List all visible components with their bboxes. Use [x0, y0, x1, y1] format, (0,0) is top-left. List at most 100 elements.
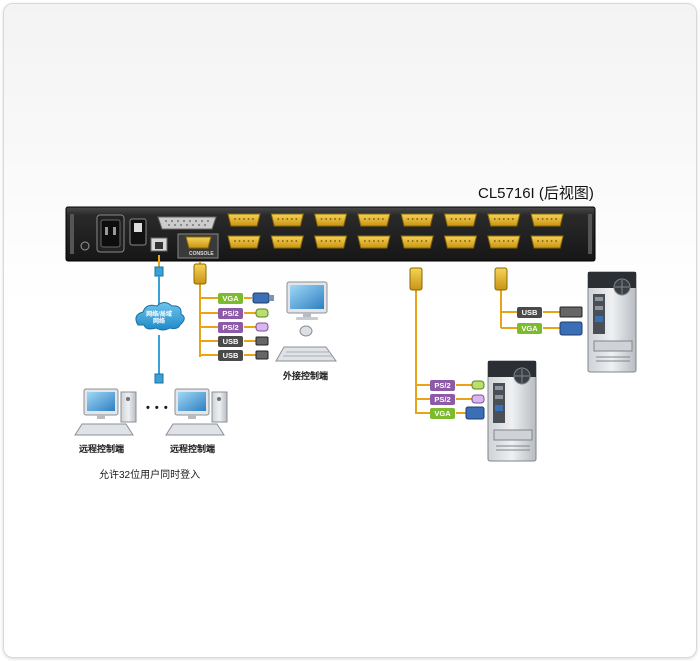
- kvm-port-pin: [290, 218, 293, 220]
- local-ps2-tag-1: PS/2: [218, 308, 243, 319]
- diagram-title: CL5716I (后视图): [478, 185, 594, 202]
- kvm-port-pin: [550, 218, 553, 220]
- kvm-port-pin: [507, 240, 510, 242]
- kvm-port-pin: [425, 218, 428, 220]
- kvm-port: [270, 235, 304, 249]
- kvm-port: [400, 213, 434, 227]
- kvm-port-pin: [364, 240, 366, 242]
- remote-pc-1: [74, 388, 137, 436]
- kvm-port-pin: [252, 218, 254, 220]
- kvm-port-pin: [464, 240, 466, 242]
- kvm-port-pin: [243, 218, 245, 220]
- kvm-port-pin: [450, 240, 453, 242]
- kvm-port-pin: [320, 218, 323, 220]
- kvm-port-pin: [382, 240, 384, 242]
- kvm-port-pin: [411, 240, 414, 242]
- server1-ps2-tag-2: PS/2: [430, 394, 455, 405]
- kvm-port: [357, 235, 391, 249]
- kvm-port-pin: [511, 218, 514, 220]
- kvm-port-pin: [286, 218, 289, 220]
- kvm-port: [487, 213, 521, 227]
- kvm-port-pin: [334, 218, 336, 220]
- kvm-port-pin: [290, 240, 293, 242]
- kvm-port-pin: [252, 240, 254, 242]
- kvm-port-pin: [368, 218, 371, 220]
- kvm-port-pin: [281, 240, 284, 242]
- kvm-port-pin: [247, 218, 250, 220]
- local-keyboard-mouse: [275, 325, 337, 362]
- kvm-port: [443, 213, 478, 227]
- kvm-port-pin: [498, 218, 501, 220]
- kvm-port-pin: [555, 218, 557, 220]
- kvm-port-pin: [537, 240, 539, 242]
- kvm-port: [443, 235, 478, 249]
- server-tower-1: [487, 360, 537, 462]
- kvm-port: [227, 213, 261, 227]
- concurrent-users-note: 允许32位用户同时登入: [99, 470, 201, 481]
- kvm-port-pin: [329, 218, 332, 220]
- kvm-port-pin: [377, 240, 380, 242]
- local-connectors: [252, 292, 274, 360]
- server2-usb-tag: USB: [517, 307, 542, 318]
- kvm-port: [357, 213, 391, 227]
- kvm-port-pin: [455, 240, 457, 242]
- kvm-port-pin: [320, 240, 323, 242]
- kvm-port-pin: [364, 218, 366, 220]
- local-monitor: [286, 281, 328, 320]
- kvm-port-pin: [541, 240, 544, 242]
- kvm-port-pin: [338, 240, 341, 242]
- kvm-port-pin: [407, 240, 410, 242]
- kvm-port: [530, 235, 564, 249]
- kvm-port-pin: [507, 218, 510, 220]
- kvm-port-pin: [425, 240, 428, 242]
- kvm-port-pin: [450, 218, 453, 220]
- kvm-port-pin: [243, 240, 245, 242]
- kvm-port-pin: [546, 240, 548, 242]
- kvm-port-pin: [459, 240, 462, 242]
- server2-vga-tag: VGA: [517, 323, 542, 334]
- kvm-port: [270, 213, 304, 227]
- kvm-port-pin: [464, 218, 466, 220]
- kvm-port-pin: [493, 218, 496, 220]
- server-tower-2: [587, 271, 637, 373]
- kvm-port-pin: [541, 218, 544, 220]
- kvm-port-pin: [334, 240, 336, 242]
- kvm-port-pin: [550, 240, 553, 242]
- kvm-port-pin: [277, 240, 280, 242]
- kvm-port-pin: [373, 218, 375, 220]
- local-ps2-tag-2: PS/2: [218, 322, 243, 333]
- kvm-port-pin: [234, 240, 236, 242]
- kvm-port-pin: [455, 218, 457, 220]
- kvm-port-pin: [329, 240, 332, 242]
- network-cloud-label: 网络/局域网络: [146, 312, 172, 325]
- kvm-port: [530, 213, 564, 227]
- kvm-port-pin: [373, 240, 375, 242]
- local-usb-tag-1: USB: [218, 336, 243, 347]
- kvm-port-pin: [295, 218, 298, 220]
- kvm-port-pin: [234, 218, 236, 220]
- kvm-port: [400, 235, 434, 249]
- remote-console-label-2: 远程控制端: [170, 444, 216, 454]
- kvm-port-pin: [295, 240, 298, 242]
- kvm-port-pin: [459, 218, 462, 220]
- kvm-port-pin: [238, 218, 241, 220]
- server2-plug: [494, 267, 508, 291]
- local-vga-tag: VGA: [218, 293, 243, 304]
- console-port-label: CONSOLE: [189, 251, 214, 257]
- kvm-ports: [227, 213, 564, 249]
- kvm-port-pin: [411, 218, 414, 220]
- network-link: [135, 255, 185, 384]
- kvm-port-pin: [238, 240, 241, 242]
- remote-pc-2: [165, 388, 228, 436]
- kvm-port-pin: [493, 240, 496, 242]
- kvm-port-pin: [420, 218, 423, 220]
- kvm-port: [227, 235, 261, 249]
- server1-vga-tag: VGA: [430, 408, 455, 419]
- kvm-port-pin: [277, 218, 280, 220]
- kvm-port-pin: [420, 240, 423, 242]
- kvm-port-pin: [502, 218, 505, 220]
- kvm-port-pin: [416, 240, 419, 242]
- kvm-port: [487, 235, 521, 249]
- kvm-port: [313, 235, 348, 249]
- server2-cables: [500, 290, 560, 329]
